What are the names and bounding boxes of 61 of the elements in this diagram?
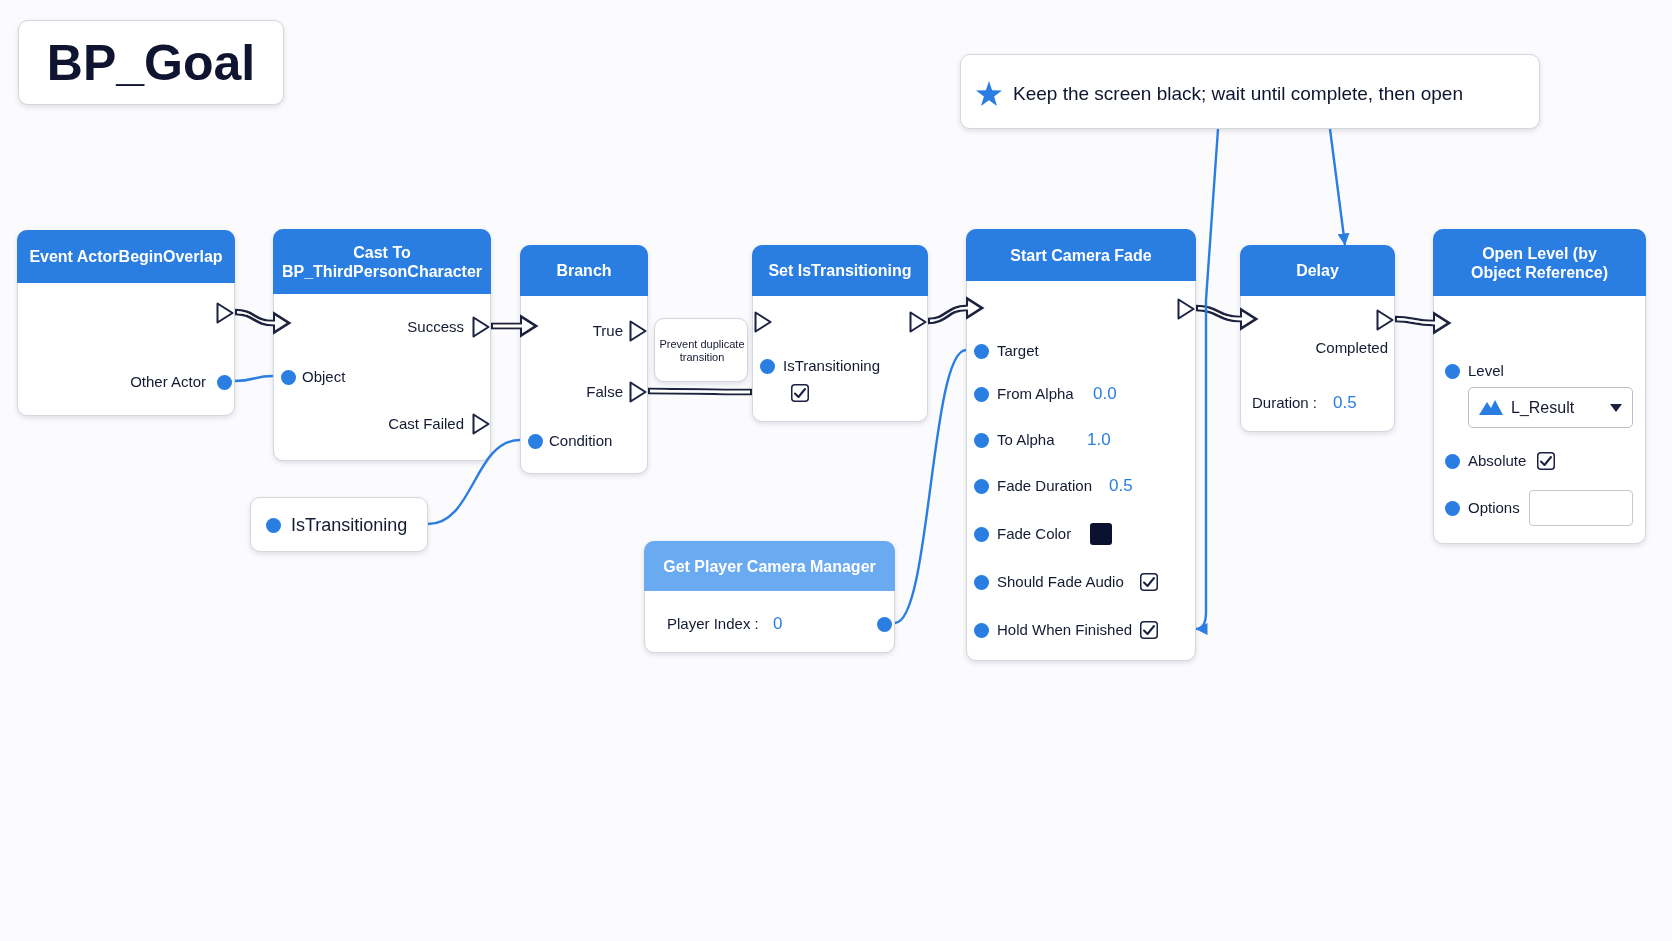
default-value: 0 xyxy=(773,614,783,634)
pin-label: Fade Color xyxy=(997,525,1072,543)
data-wire xyxy=(427,438,521,526)
pin-label: Absolute xyxy=(1468,452,1527,470)
node-title: Delay xyxy=(1296,261,1339,280)
blueprint-node xyxy=(966,229,1196,661)
comment-box xyxy=(654,318,748,382)
comment-box xyxy=(960,54,1540,129)
pin-label: Level xyxy=(1468,362,1504,380)
pin-label: Success xyxy=(407,318,464,336)
blueprint-node xyxy=(1240,245,1395,432)
node-title: Cast To BP_ThirdPersonCharacter xyxy=(281,242,483,281)
pin-label: Target xyxy=(997,342,1039,360)
default-value: 0.0 xyxy=(1093,384,1117,404)
node-title: Branch xyxy=(556,261,612,280)
exec-wire xyxy=(927,296,985,325)
pin-label: Player Index : xyxy=(667,615,759,633)
blueprint-node xyxy=(520,245,648,474)
node-title: Get Player Camera Manager xyxy=(663,556,876,576)
blueprint-node xyxy=(644,541,895,653)
dropdown: L_Result xyxy=(1468,387,1633,428)
leader-arrow xyxy=(1195,128,1220,635)
blueprint-node xyxy=(752,245,928,422)
pin-label: From Alpha xyxy=(997,385,1074,403)
pin-label: Object xyxy=(302,368,346,386)
pin-label: True xyxy=(592,322,623,340)
node-title: Open Level (by Object Reference) xyxy=(1470,243,1609,282)
pin-label: Condition xyxy=(549,432,613,450)
node-title: Start Camera Fade xyxy=(1010,245,1152,265)
pin-label: Completed xyxy=(1315,339,1388,357)
blueprint-node xyxy=(273,229,491,461)
pin-label: Fade Duration xyxy=(997,477,1093,495)
pin-label: Should Fade Audio xyxy=(997,573,1124,591)
pin-label: Options xyxy=(1468,499,1520,517)
comment-text: Prevent duplicate transition xyxy=(658,338,746,364)
leader-arrow xyxy=(1328,128,1350,246)
blueprint-node xyxy=(17,230,235,416)
pin-label: False xyxy=(586,383,623,401)
exec-wire xyxy=(1195,304,1259,331)
variable-node xyxy=(250,497,428,552)
pin-label: Cast Failed xyxy=(388,415,464,433)
default-value: 0.5 xyxy=(1109,476,1133,496)
data-wire xyxy=(894,349,967,624)
exec-wire xyxy=(648,387,752,396)
exec-wire xyxy=(1394,311,1452,335)
comment-text: Keep the screen black; wait until complete, then open xyxy=(1013,81,1463,105)
exec-wire xyxy=(491,314,539,338)
pin-label: Duration : xyxy=(1252,394,1318,412)
pin-label: Other Actor xyxy=(130,373,206,391)
pin-label: IsTransitioning xyxy=(783,357,880,375)
default-value: 0.5 xyxy=(1333,393,1357,413)
default-value: 1.0 xyxy=(1087,430,1111,450)
node-title: Set IsTransitioning xyxy=(768,261,912,280)
exec-wire xyxy=(234,308,292,335)
pin-label: Hold When Finished xyxy=(997,621,1133,639)
blueprint-node xyxy=(1433,229,1646,544)
title: BP_Goal xyxy=(46,33,256,92)
variable-name: IsTransitioning xyxy=(291,514,408,536)
node-title: Event ActorBeginOverlap xyxy=(29,247,223,266)
pin-label: To Alpha xyxy=(997,431,1055,449)
data-wire xyxy=(234,374,274,383)
